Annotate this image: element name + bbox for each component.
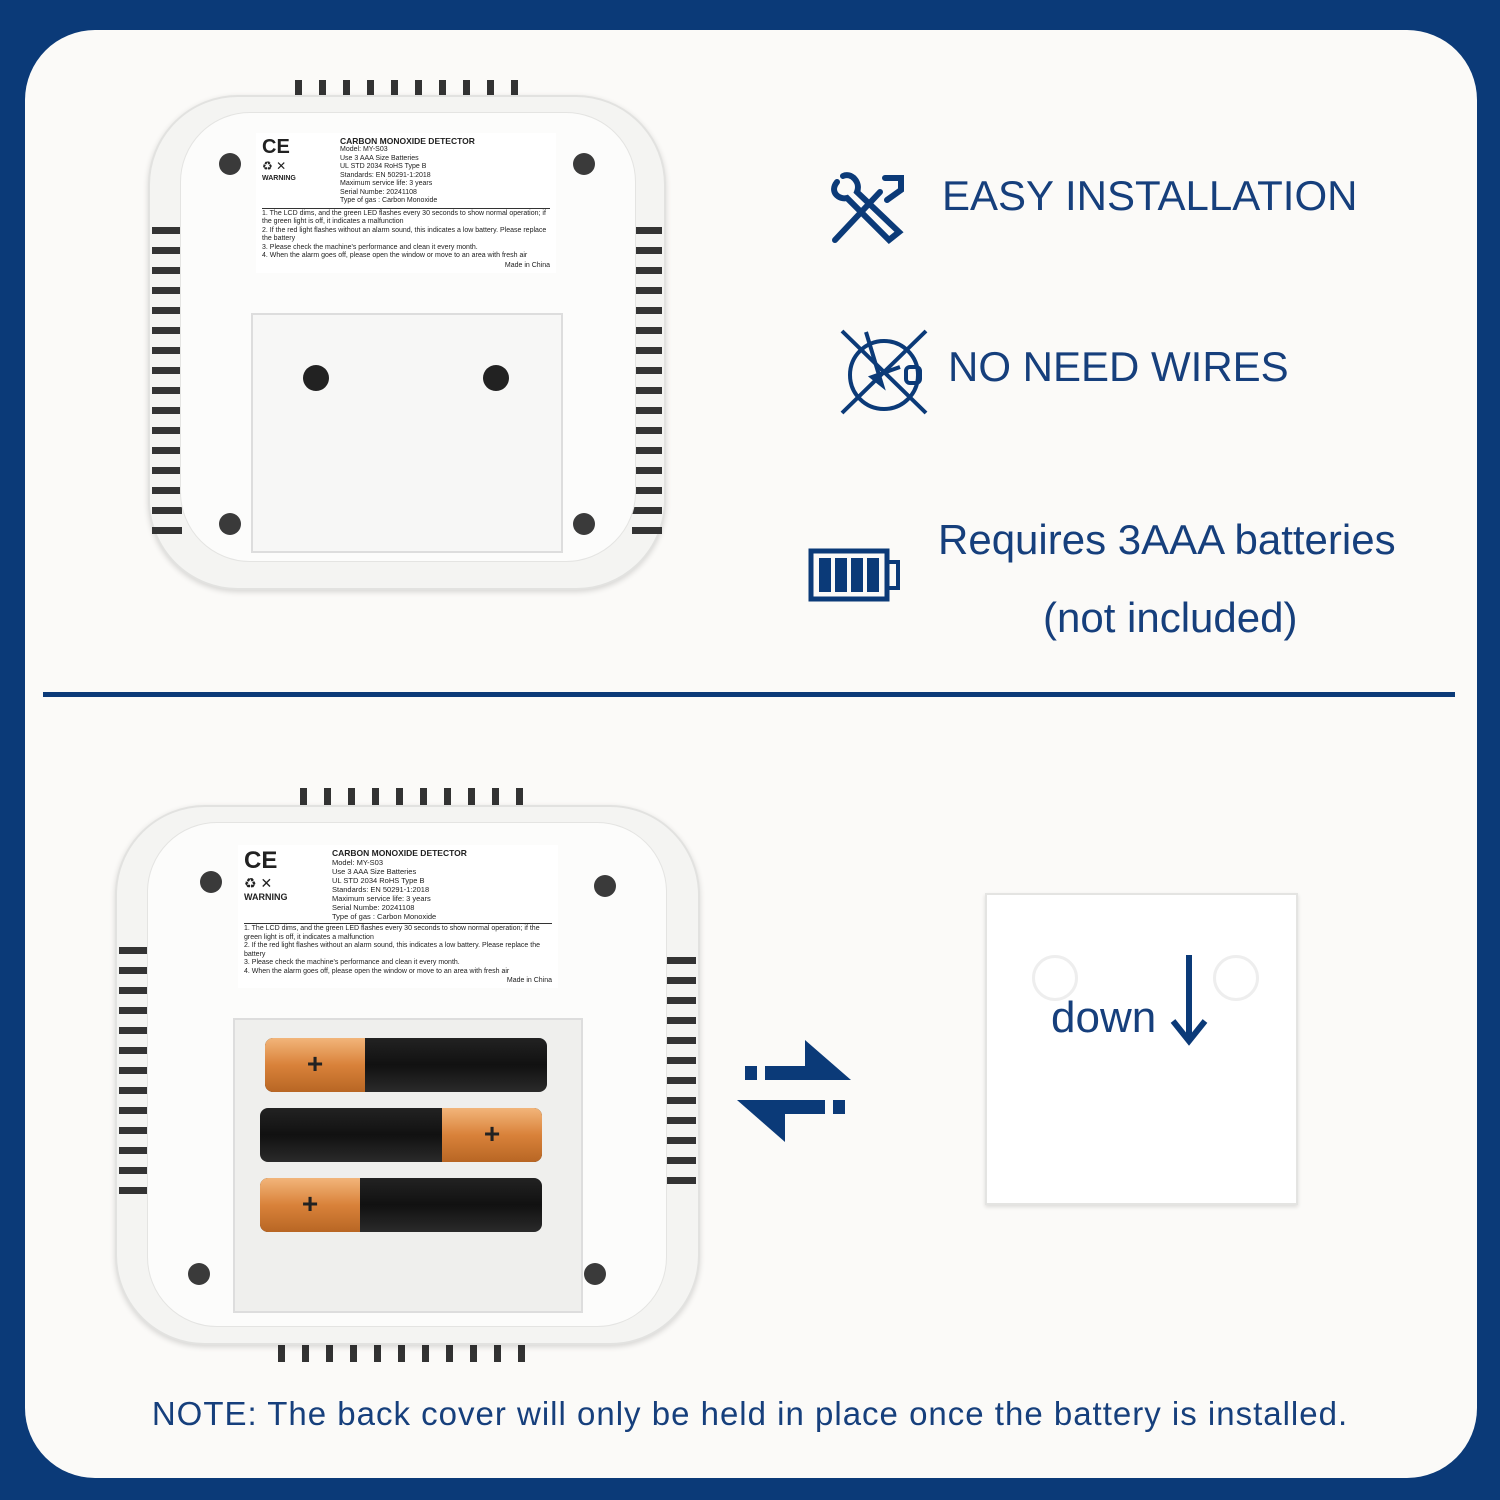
label-line: Serial Numbe: 20241108	[340, 188, 417, 196]
installation-note: NOTE: The back cover will only be held i…	[151, 1395, 1349, 1432]
detector-back-closed: CE♻ ✕ WARNING CARBON MONOXIDE DETECTOR Mo…	[148, 95, 666, 590]
feature-no-need-wires: NO NEED WIRES	[948, 343, 1289, 390]
screw	[573, 153, 595, 175]
section-divider	[43, 692, 1455, 697]
aaa-battery: +	[260, 1178, 542, 1232]
recycle-icon: ♻ ✕	[262, 159, 287, 173]
detector-face: CE♻ ✕WARNING CARBON MONOXIDE DETECTOR Mo…	[147, 822, 667, 1327]
cover-hole	[303, 365, 329, 391]
warning-text: 3. Please check the machine's performanc…	[262, 243, 478, 251]
screw	[594, 875, 616, 897]
battery-cover	[251, 313, 563, 553]
screw	[573, 513, 595, 535]
aaa-battery: +	[260, 1108, 542, 1162]
ce-mark: CE	[244, 847, 278, 874]
detector-back-open: CE♻ ✕WARNING CARBON MONOXIDE DETECTOR Mo…	[115, 805, 700, 1345]
label-line: Maximum service life: 3 years	[332, 894, 431, 903]
label-line: Use 3 AAA Size Batteries	[340, 154, 419, 162]
screw	[219, 513, 241, 535]
removed-back-cover: down	[985, 893, 1298, 1205]
cover-down-label: down	[1051, 993, 1157, 1042]
feature-batteries-note: (not included)	[1043, 594, 1298, 641]
label-line: Standards: EN 50291-1:2018	[332, 885, 430, 894]
cover-hole	[483, 365, 509, 391]
product-label: CE♻ ✕WARNING CARBON MONOXIDE DETECTOR Mo…	[238, 845, 558, 988]
label-title: CARBON MONOXIDE DETECTOR	[340, 136, 475, 146]
label-line: Maximum service life: 3 years	[340, 180, 433, 187]
label-line: UL STD 2034 RoHS Type B	[340, 163, 427, 170]
cover-hole	[1032, 955, 1078, 1001]
warning-text: 3. Please check the machine's performanc…	[244, 959, 460, 966]
label-line: Standards: EN 50291-1:2018	[340, 171, 431, 179]
label-line: Model: MY-S03	[340, 146, 388, 153]
feature-batteries: Requires 3AAA batteries	[938, 516, 1396, 563]
label-line: Use 3 AAA Size Batteries	[332, 867, 417, 876]
battery-plus: +	[260, 1178, 360, 1232]
warning-text: 1. The LCD dims, and the green LED flash…	[244, 925, 540, 941]
no-wires-icon	[840, 329, 928, 415]
warning-text: 2. If the red light flashes without an a…	[262, 226, 547, 243]
label-line: Model: MY-S03	[332, 858, 383, 867]
warning-text: 1. The LCD dims, and the green LED flash…	[262, 209, 546, 226]
screw	[188, 1263, 210, 1285]
feature-easy-installation: EASY INSTALLATION	[942, 172, 1358, 219]
label-line: Serial Numbe: 20241108	[332, 903, 415, 912]
label-line: Type of gas : Carbon Monoxide	[340, 197, 438, 204]
label-line: UL STD 2034 RoHS Type B	[332, 876, 425, 885]
product-label: CE♻ ✕ WARNING CARBON MONOXIDE DETECTOR Mo…	[256, 133, 556, 273]
label-title: CARBON MONOXIDE DETECTOR	[332, 848, 467, 858]
vent-left	[152, 227, 182, 537]
battery-plus: +	[265, 1038, 365, 1092]
cover-hole	[1213, 955, 1259, 1001]
aaa-battery: +	[265, 1038, 547, 1092]
vent-right	[632, 227, 662, 537]
warning-text: 2. If the red light flashes without an a…	[244, 942, 540, 958]
battery-plus: +	[442, 1108, 542, 1162]
warning-title: WARNING	[244, 892, 288, 902]
arrow-down-icon	[1170, 955, 1208, 1046]
wrench-screwdriver-icon	[831, 172, 904, 245]
made-in: Made in China	[504, 261, 550, 269]
detector-face: CE♻ ✕ WARNING CARBON MONOXIDE DETECTOR Mo…	[180, 112, 636, 562]
battery-icon	[808, 548, 900, 602]
warning-title: WARNING	[262, 175, 296, 182]
made-in: Made in China	[506, 977, 552, 984]
swap-arrows-icon	[737, 1040, 851, 1142]
label-line: Type of gas : Carbon Monoxide	[332, 912, 437, 921]
screw	[584, 1263, 606, 1285]
ce-mark: CE	[262, 136, 290, 158]
warning-text: 4. When the alarm goes off, please open …	[262, 252, 528, 259]
warning-text: 4. When the alarm goes off, please open …	[244, 967, 510, 975]
screw	[200, 871, 222, 893]
screw	[219, 153, 241, 175]
recycle-icon: ♻ ✕	[244, 875, 273, 891]
battery-compartment: + + +	[233, 1018, 583, 1313]
